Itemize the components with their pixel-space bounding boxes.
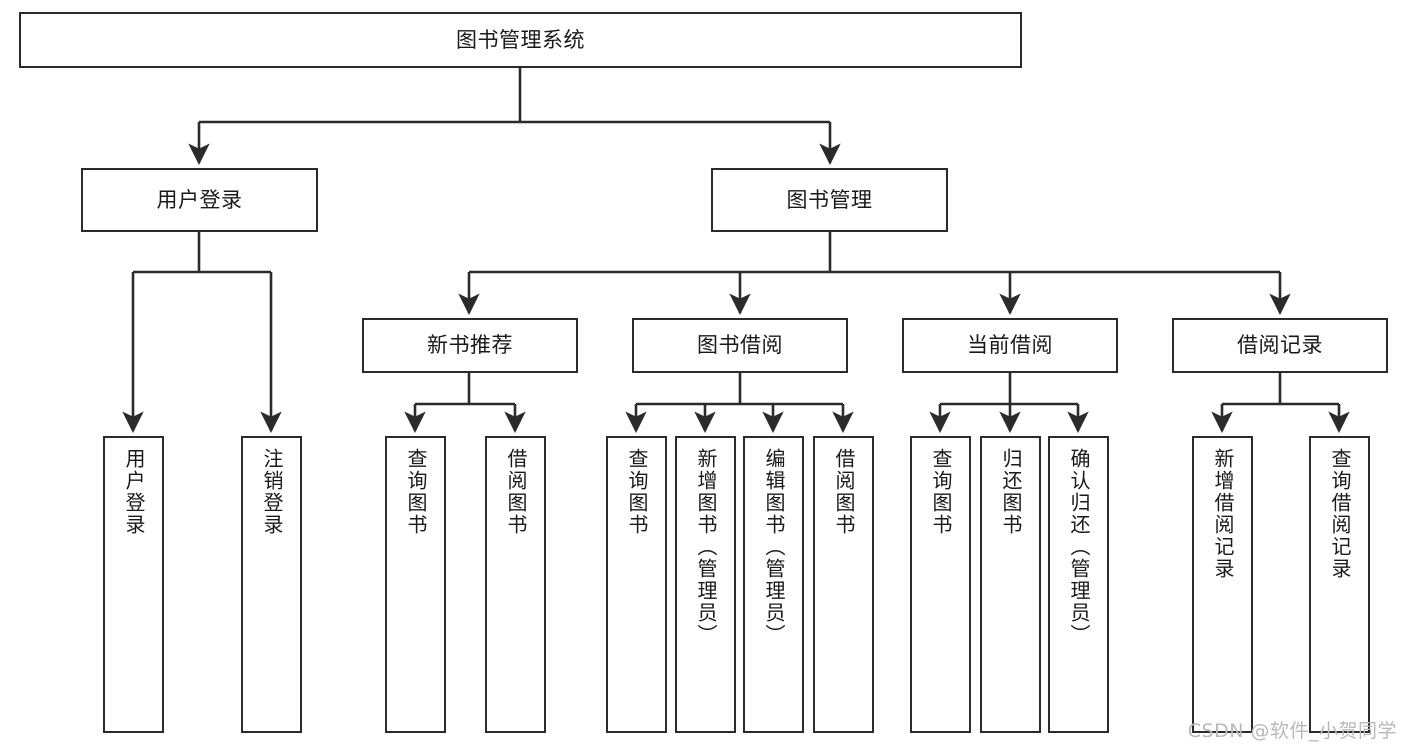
node-label: 新增借阅记录 — [1211, 448, 1235, 580]
node-new-book-recommend[interactable]: 新书推荐 — [362, 318, 578, 373]
node-leaf-query-book-borrow[interactable]: 查询图书 — [606, 436, 667, 733]
node-label: 查询图书 — [929, 448, 953, 536]
node-leaf-user-login[interactable]: 用户登录 — [103, 436, 164, 733]
watermark: CSDN @软件_小贺同学 — [1187, 720, 1397, 742]
node-label: 确认归还（管理员） — [1067, 448, 1091, 646]
node-label: 当前借阅 — [967, 333, 1053, 358]
node-book-borrow[interactable]: 图书借阅 — [632, 318, 848, 373]
node-label: 查询借阅记录 — [1328, 448, 1352, 580]
node-label: 用户登录 — [122, 448, 146, 536]
node-label: 注销登录 — [260, 448, 284, 536]
node-user-login[interactable]: 用户登录 — [81, 168, 318, 232]
node-leaf-query-book-current[interactable]: 查询图书 — [910, 436, 971, 733]
node-leaf-add-borrow-record[interactable]: 新增借阅记录 — [1192, 436, 1253, 733]
node-label: 借阅记录 — [1237, 333, 1323, 358]
node-label: 新书推荐 — [427, 333, 513, 358]
node-label: 借阅图书 — [504, 448, 528, 536]
node-book-management[interactable]: 图书管理 — [711, 168, 948, 232]
node-label: 借阅图书 — [832, 448, 856, 536]
node-leaf-borrow-book[interactable]: 借阅图书 — [813, 436, 874, 733]
node-leaf-logout[interactable]: 注销登录 — [241, 436, 302, 733]
node-label: 图书管理 — [786, 187, 873, 212]
node-label: 查询图书 — [404, 448, 428, 536]
node-label: 归还图书 — [999, 448, 1023, 536]
node-leaf-borrow-book-recommend[interactable]: 借阅图书 — [485, 436, 546, 733]
node-leaf-add-book-admin[interactable]: 新增图书（管理员） — [675, 436, 736, 733]
node-borrow-record[interactable]: 借阅记录 — [1172, 318, 1388, 373]
node-leaf-edit-book-admin[interactable]: 编辑图书（管理员） — [743, 436, 804, 733]
node-label: 图书管理系统 — [456, 27, 585, 52]
node-leaf-return-book[interactable]: 归还图书 — [980, 436, 1041, 733]
node-label: 新增图书（管理员） — [694, 448, 718, 646]
node-leaf-query-book-recommend[interactable]: 查询图书 — [385, 436, 446, 733]
node-label: 编辑图书（管理员） — [762, 448, 786, 646]
node-label: 查询图书 — [625, 448, 649, 536]
node-root-book-management-system[interactable]: 图书管理系统 — [19, 12, 1022, 68]
node-leaf-confirm-return-admin[interactable]: 确认归还（管理员） — [1048, 436, 1109, 733]
node-label: 用户登录 — [156, 187, 243, 212]
node-label: 图书借阅 — [697, 333, 783, 358]
node-leaf-query-borrow-record[interactable]: 查询借阅记录 — [1309, 436, 1370, 733]
node-current-borrow[interactable]: 当前借阅 — [902, 318, 1118, 373]
